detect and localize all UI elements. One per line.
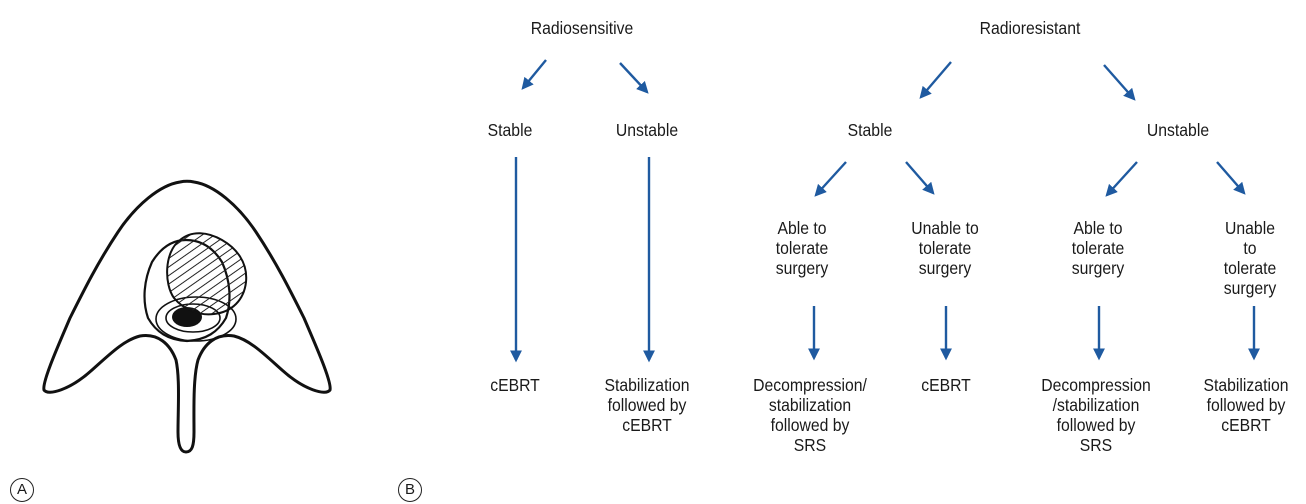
outcome-ru-able: Decompression /stabilization followed by… <box>1041 375 1151 455</box>
vertebra-outline <box>42 179 332 454</box>
arrow-sensitive-to-unstable <box>619 62 649 94</box>
outcome-rs-able: Decompression/ stabilization followed by… <box>753 375 867 455</box>
outcome-ru-unable: Stabilization followed by cEBRT <box>1203 375 1289 435</box>
arrow-res-stable-to-unable <box>905 161 935 195</box>
node-radioresistant: Radioresistant <box>979 18 1081 38</box>
outcome-rs-unable: cEBRT <box>921 375 971 395</box>
node-ru-unable-tolerate: Unable to tolerate surgery <box>1223 218 1277 298</box>
node-res-unstable: Unstable <box>1146 120 1210 140</box>
arrow-res-unstable-to-unable <box>1216 161 1246 195</box>
node-radiosensitive: Radiosensitive <box>530 18 634 38</box>
outcome-sens-unstable: Stabilization followed by cEBRT <box>604 375 690 435</box>
node-ru-able-tolerate: Able to tolerate surgery <box>1071 218 1125 278</box>
arrow-res-stable-to-able <box>814 161 847 197</box>
node-rs-able-tolerate: Able to tolerate surgery <box>775 218 829 278</box>
node-res-stable: Stable <box>847 120 893 140</box>
node-sens-unstable: Unstable <box>615 120 679 140</box>
arrow-resistant-to-stable <box>919 61 952 99</box>
tumor-mass <box>166 232 248 316</box>
node-rs-unable-tolerate: Unable to tolerate surgery <box>911 218 979 278</box>
node-sens-stable: Stable <box>487 120 533 140</box>
arrow-res-unstable-to-able <box>1105 161 1138 197</box>
arrow-resistant-to-unstable <box>1103 64 1136 101</box>
vertebra-illustration <box>42 179 332 454</box>
panel-b-badge: B <box>398 478 422 502</box>
outcome-sens-stable: cEBRT <box>490 375 540 395</box>
panel-a-badge: A <box>10 478 34 502</box>
arrow-sensitive-to-stable <box>521 59 547 90</box>
